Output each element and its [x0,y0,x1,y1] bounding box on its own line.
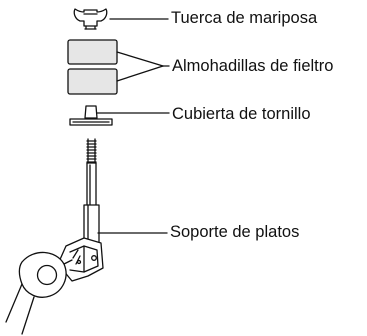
wing-nut-drawing [73,8,108,30]
threaded-rod-drawing [86,138,97,164]
wing-nut-label: Tuerca de mariposa [171,9,318,27]
felt-pads-label: Almohadillas de fieltro [172,57,334,75]
leader-lines [96,18,170,234]
cymbal-holder-label: Soporte de platos [170,223,300,241]
felt-pad-top-drawing [67,39,118,65]
clamp-drawing [57,237,104,282]
ring-arm-drawing [5,251,73,335]
screw-cover-label: Cubierta de tornillo [172,105,311,123]
felt-pad-bottom-drawing [67,68,118,95]
holder-shaft-drawing [83,162,100,251]
screw-cover-drawing [69,105,113,126]
